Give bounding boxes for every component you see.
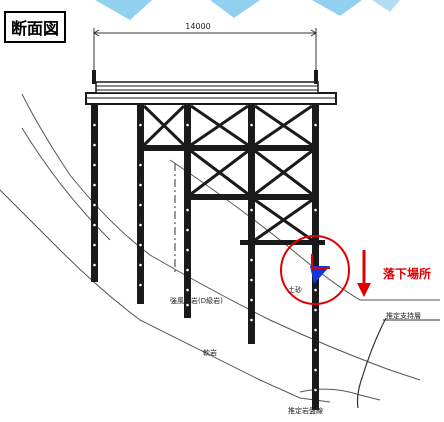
column-bolt-holes <box>93 123 317 392</box>
column-1 <box>91 104 98 282</box>
fall-location-marker-icon <box>310 266 330 284</box>
weathered-rock-label: 強風化岩(D級岩) <box>170 296 223 305</box>
dimension-line <box>93 28 317 80</box>
section-title: 断面図 <box>4 11 67 43</box>
cross-bracing <box>142 104 313 242</box>
fall-location-label: 落下場所 <box>383 267 432 281</box>
soft-rock-label: 軟岩 <box>203 348 217 357</box>
leader-line <box>356 317 387 409</box>
bridge-deck <box>85 70 337 105</box>
fall-arrow-down-icon <box>357 283 371 297</box>
estimated-support-layer-label: 推定支持層 <box>386 311 421 320</box>
column-5 <box>312 104 319 410</box>
horizontal-beams <box>137 145 325 245</box>
fall-location-circle <box>280 235 350 305</box>
dimension-label: 14000 <box>185 22 210 31</box>
fall-location-bracket <box>311 254 330 269</box>
background-decoration <box>95 0 400 20</box>
column-4 <box>248 104 255 344</box>
ground-lines <box>0 93 440 403</box>
estimated-rock-line-label: 推定岩盤線 <box>288 406 323 415</box>
soil-label: 土砂 <box>288 285 302 294</box>
